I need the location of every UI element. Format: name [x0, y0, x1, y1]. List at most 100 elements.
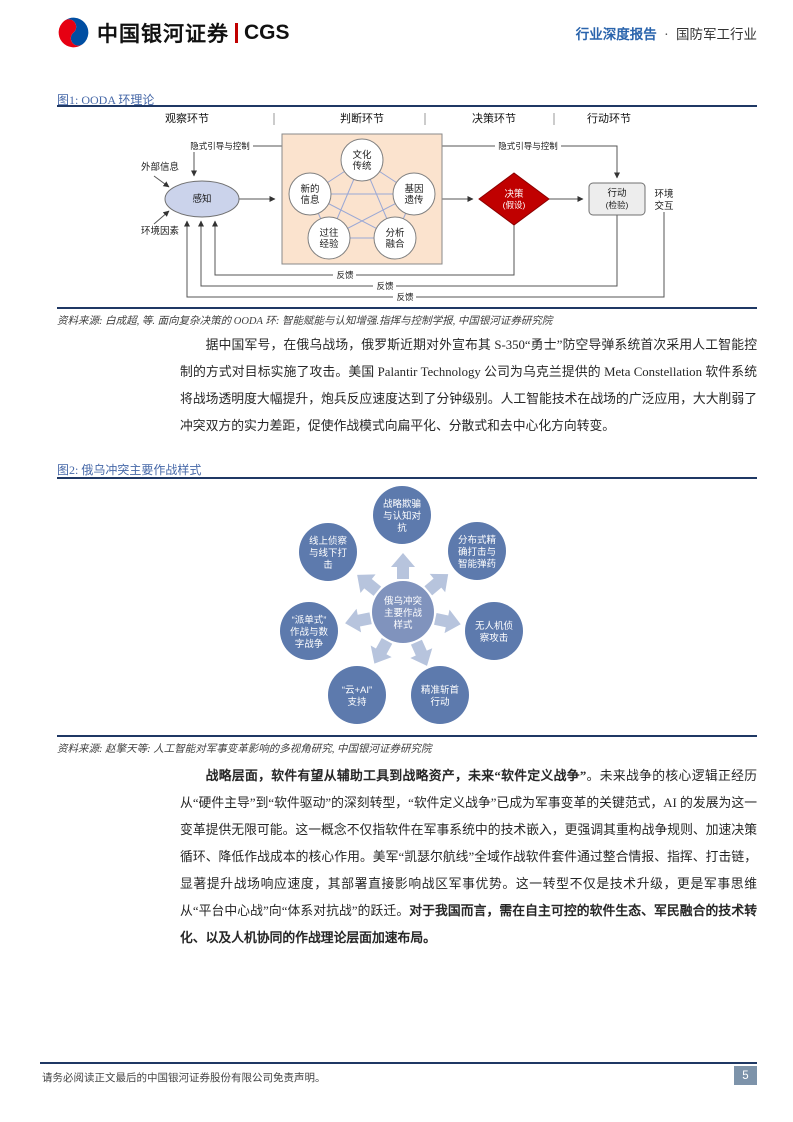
footer-disclaimer: 请务必阅读正文最后的中国银河证券股份有限公司免责声明。: [42, 1072, 326, 1084]
svg-text:字战争: 字战争: [295, 638, 324, 650]
svg-text:抗: 抗: [397, 522, 407, 534]
figure1-bottom-rule: [57, 307, 757, 309]
judge-node-genetic: 基因 遗传: [392, 172, 436, 216]
svg-text:基因: 基因: [404, 183, 423, 195]
footer-rule: [40, 1062, 757, 1064]
svg-text:反馈: 反馈: [396, 292, 414, 302]
figure1-source: 资料来源: 白成超, 等. 面向复杂决策的 OODA 环: 智能赋能与认知增强.…: [57, 316, 553, 327]
svg-text:作战与数: 作战与数: [290, 626, 329, 638]
svg-text:线上侦察: 线上侦察: [309, 535, 348, 547]
logo-text-en: CGS: [244, 20, 290, 44]
perception-node: 感知: [164, 180, 240, 218]
svg-text:判断环节: 判断环节: [340, 111, 384, 125]
figure1-ooda-diagram: 观察环节 判断环节 决策环节 行动环节 隐式引: [141, 111, 674, 303]
judge-node-analysis: 分析 融合: [373, 216, 417, 260]
svg-text:(检验): (检验): [606, 200, 629, 210]
figure2-top-rule: [57, 477, 757, 479]
svg-text:“云+AI”: “云+AI”: [342, 685, 372, 696]
svg-text:反馈: 反馈: [336, 270, 354, 280]
galaxy-swirl-icon: [58, 17, 89, 48]
galaxy-securities-logo: 中国银河证券 CGS: [57, 16, 290, 49]
svg-text:精准斩首: 精准斩首: [421, 684, 460, 696]
feedback-labels: 反馈 反馈 反馈: [333, 269, 416, 303]
svg-text:隐式引导与控制: 隐式引导与控制: [498, 141, 558, 151]
svg-text:“派单式”: “派单式”: [292, 614, 327, 626]
svg-text:与线下打: 与线下打: [309, 547, 348, 559]
node-precision-decapitation: 精准斩首 行动: [411, 666, 469, 724]
env-factors-label: 环境因素: [141, 225, 180, 237]
page-number-badge: 5: [734, 1066, 757, 1085]
node-drone-recon: 无人机侦 察攻击: [465, 602, 523, 660]
node-dispatch-warfare: “派单式” 作战与数 字战争: [280, 602, 338, 660]
center-node: 俄乌冲突 主要作战 样式: [372, 581, 434, 643]
svg-text:交互: 交互: [654, 200, 674, 212]
figure1-title: 图1: OODA 环理论: [57, 93, 155, 107]
svg-text:遗传: 遗传: [404, 194, 424, 206]
node-cloud-ai: “云+AI” 支持: [328, 666, 386, 724]
external-info-label: 外部信息: [141, 161, 179, 173]
svg-text:过往: 过往: [319, 227, 339, 239]
svg-text:决策: 决策: [504, 188, 524, 200]
paragraph-russia-ukraine: 据中国军号，在俄乌战场，俄罗斯近期对外宣布其 S-350“勇士”防空导弹系统首次…: [180, 338, 757, 433]
bold-tail: 对于我国而言，需在自主可控的软件生态、军民融合的技术转化、以及人机协同的作战理论…: [180, 904, 757, 945]
svg-text:察攻击: 察攻击: [480, 632, 509, 644]
environment-interaction-label: 环境 交互: [654, 188, 674, 212]
svg-text:战略欺骗: 战略欺骗: [383, 498, 421, 510]
node-online-offline: 线上侦察 与线下打 击: [299, 523, 357, 581]
separator-dot: ·: [664, 26, 669, 42]
implicit-control-right-label: 隐式引导与控制: [495, 140, 561, 152]
svg-text:融合: 融合: [385, 238, 405, 250]
implicit-control-left-label: 隐式引导与控制: [187, 140, 253, 152]
svg-text:感知: 感知: [192, 193, 211, 205]
radial-arrows: [345, 553, 461, 666]
svg-text:决策环节: 决策环节: [472, 111, 516, 125]
svg-text:智能弹药: 智能弹药: [458, 558, 496, 570]
node-distributed-strike: 分布式精 确打击与 智能弹药: [448, 522, 506, 580]
figure2-source: 资料来源: 赵擎天等: 人工智能对军事变革影响的多视角研究, 中国银河证券研究院: [57, 744, 432, 755]
svg-text:行动环节: 行动环节: [587, 112, 631, 125]
figure2-title: 图2: 俄乌冲突主要作战样式: [57, 463, 202, 477]
judge-box: 文化 传统 新的 信息 基因 遗传 过往 经验 分析 融合: [281, 133, 443, 265]
figure2-combat-modes-diagram: 俄乌冲突 主要作战 样式 战略欺骗 与认知对 抗 分布式精 确打击与 智能弹药 …: [280, 486, 523, 724]
judge-node-culture: 文化 传统: [340, 138, 384, 182]
svg-text:观察环节: 观察环节: [165, 111, 209, 125]
svg-text:新的: 新的: [300, 183, 319, 195]
svg-text:样式: 样式: [393, 619, 413, 631]
svg-text:与认知对: 与认知对: [383, 510, 422, 522]
figure2-bottom-rule: [57, 735, 757, 737]
judge-node-experience: 过往 经验: [307, 216, 351, 260]
report-type-label: 行业深度报告: [575, 26, 657, 42]
svg-text:击: 击: [323, 559, 333, 571]
phase-headers: 观察环节 判断环节 决策环节 行动环节: [165, 111, 631, 125]
bold-lead: 战略层面，软件有望从辅助工具到战略资产，未来“软件定义战争”: [205, 769, 587, 783]
svg-text:行动: 行动: [607, 187, 626, 199]
svg-text:无人机侦: 无人机侦: [475, 620, 513, 632]
action-box: 行动 (检验): [588, 182, 646, 216]
svg-text:文化: 文化: [352, 149, 372, 161]
svg-text:信息: 信息: [300, 194, 319, 206]
svg-text:确打击与: 确打击与: [458, 546, 496, 558]
svg-text:支持: 支持: [347, 696, 367, 708]
svg-text:行动: 行动: [430, 696, 449, 708]
svg-text:主要作战: 主要作战: [384, 607, 423, 619]
feedback-loops: [184, 212, 665, 298]
svg-text:传统: 传统: [352, 160, 372, 172]
logo-divider: [235, 22, 238, 43]
page-header: 中国银河证券 CGS 行业深度报告 · 国防军工行业: [57, 16, 757, 49]
paragraph-software-defined-war: 战略层面，软件有望从辅助工具到战略资产，未来“软件定义战争”。未来战争的核心逻辑…: [180, 763, 757, 952]
svg-text:隐式引导与控制: 隐式引导与控制: [190, 141, 250, 151]
logo-text-cn: 中国银河证券: [97, 22, 229, 46]
svg-text:环境: 环境: [654, 188, 674, 200]
svg-text:经验: 经验: [319, 238, 339, 250]
decision-diamond: 决策 (假设): [478, 172, 550, 226]
svg-text:反馈: 反馈: [376, 281, 394, 291]
figure1-top-rule: [57, 105, 757, 107]
svg-text:分布式精: 分布式精: [458, 534, 497, 546]
svg-text:分析: 分析: [385, 227, 405, 239]
node-strategic-deception: 战略欺骗 与认知对 抗: [373, 486, 431, 544]
svg-text:俄乌冲突: 俄乌冲突: [384, 595, 423, 607]
judge-node-new-info: 新的 信息: [288, 172, 332, 216]
report-category: 行业深度报告 · 国防军工行业: [576, 23, 757, 43]
svg-text:(假设): (假设): [503, 200, 526, 210]
